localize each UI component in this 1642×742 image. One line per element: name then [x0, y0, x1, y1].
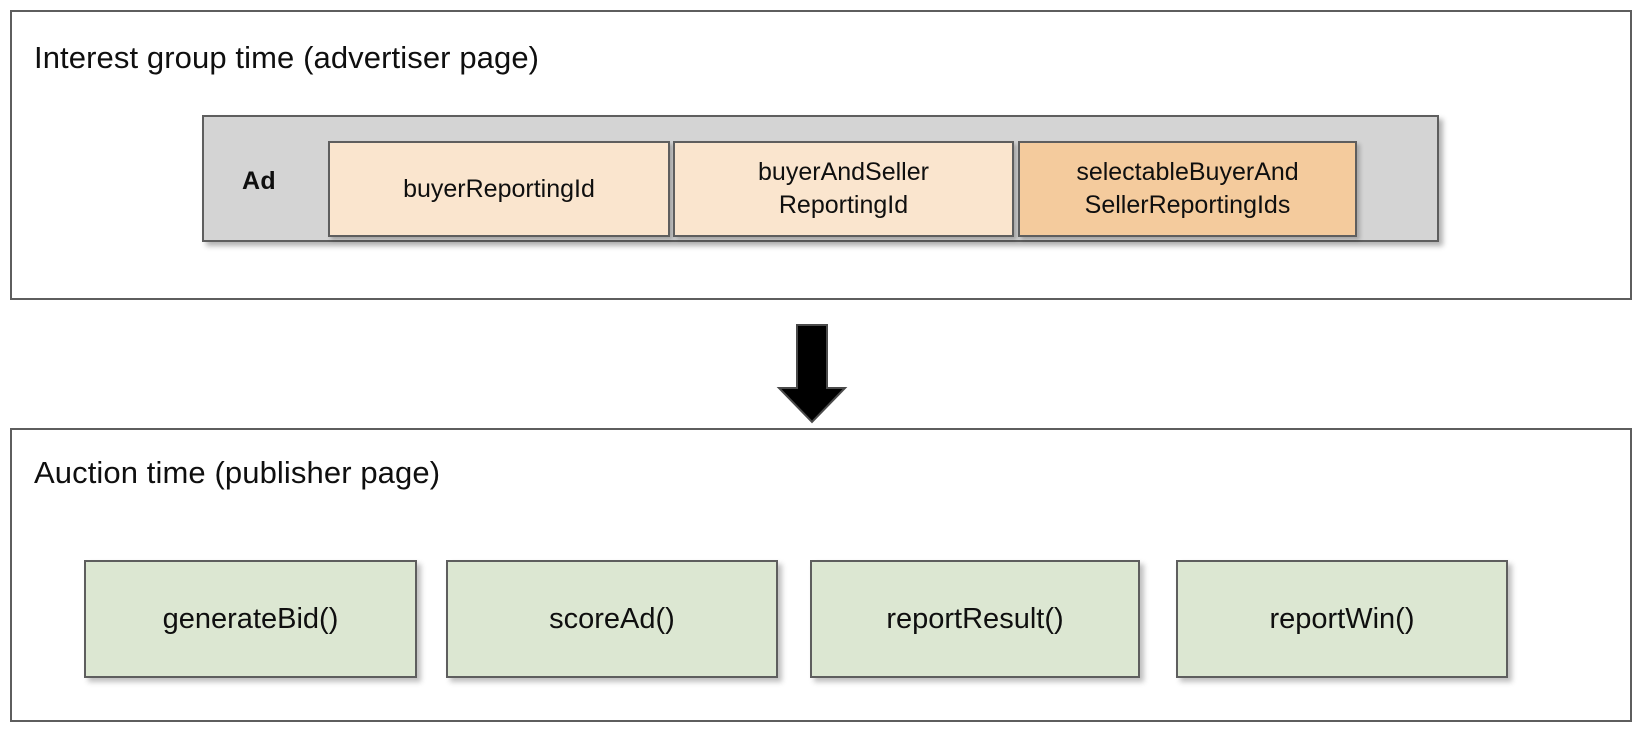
reporting-id-box-label-line1: buyerAndSeller [758, 158, 929, 186]
reporting-id-box-label: buyerReportingId [403, 174, 595, 203]
function-box-score-ad[interactable]: scoreAd() [446, 560, 778, 678]
ad-label: Ad [242, 167, 276, 195]
top-panel-title: Interest group time (advertiser page) [34, 40, 540, 75]
reporting-id-box-selectable-buyer-and-seller-reporting-ids[interactable]: selectableBuyerAnd SellerReportingIds [1018, 141, 1357, 237]
function-box-generate-bid[interactable]: generateBid() [84, 560, 417, 678]
down-arrow-icon [757, 312, 867, 424]
reporting-id-box-label: buyerAndSeller ReportingId [758, 156, 929, 222]
reporting-id-box-label-line1: selectableBuyerAnd [1076, 158, 1299, 186]
reporting-id-box-buyer-reporting-id[interactable]: buyerReportingId [328, 141, 670, 237]
function-box-label: reportResult() [886, 603, 1064, 635]
ad-group-container: Ad buyerReportingId buyerAndSeller Repor… [202, 115, 1439, 242]
function-box-label: scoreAd() [549, 603, 675, 635]
function-box-report-win[interactable]: reportWin() [1176, 560, 1508, 678]
reporting-id-box-label-line2: ReportingId [778, 191, 909, 219]
bottom-panel-title: Auction time (publisher page) [34, 455, 441, 490]
reporting-id-box-label: selectableBuyerAnd SellerReportingIds [1076, 156, 1298, 222]
reporting-id-box-buyer-and-seller-reporting-id[interactable]: buyerAndSeller ReportingId [673, 141, 1014, 237]
function-box-label: reportWin() [1269, 603, 1415, 635]
reporting-id-box-label-line2: SellerReportingIds [1084, 191, 1291, 219]
function-box-report-result[interactable]: reportResult() [810, 560, 1140, 678]
function-box-label: generateBid() [162, 603, 339, 635]
interest-group-time-panel: Interest group time (advertiser page) Ad… [10, 10, 1632, 300]
auction-time-panel: Auction time (publisher page) generateBi… [10, 428, 1632, 722]
